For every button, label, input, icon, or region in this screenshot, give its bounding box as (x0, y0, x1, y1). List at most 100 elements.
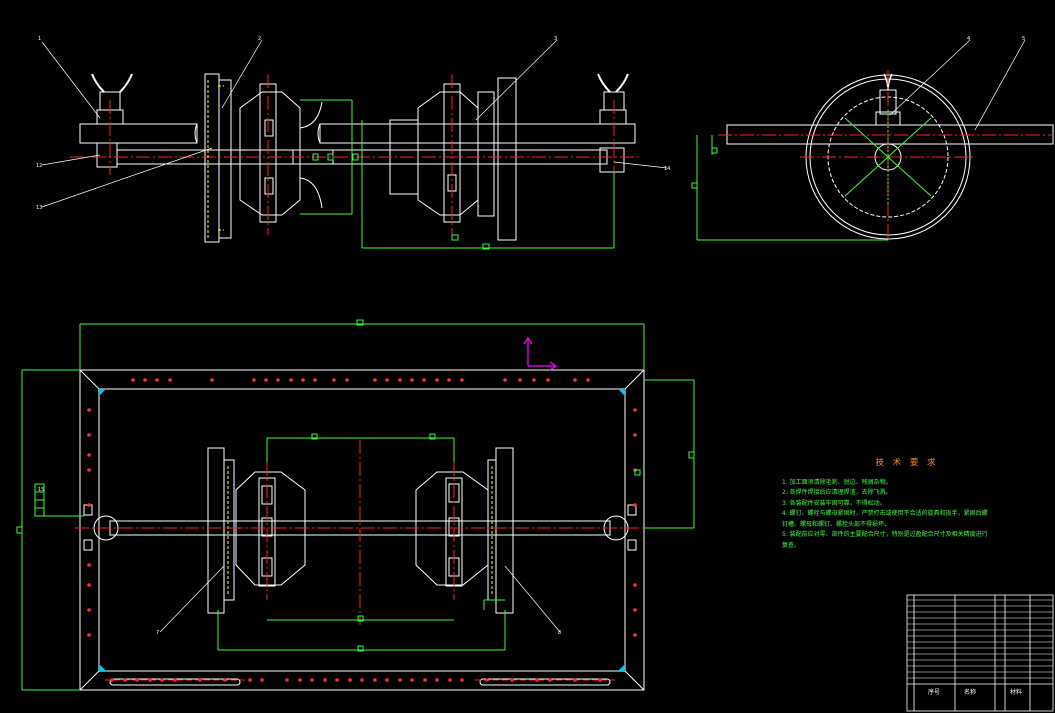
frame-hole (310, 678, 314, 682)
frame-hole (87, 503, 91, 507)
frame-hole (548, 678, 552, 682)
balloon-7: 7 (156, 630, 159, 636)
frame-hole (276, 378, 280, 382)
frame-hole (586, 378, 590, 382)
frame-hole (373, 678, 377, 682)
frame-hole (301, 378, 305, 382)
top-view-corner-marks (99, 389, 625, 671)
frame-hole (173, 678, 177, 682)
top-view-dimensions (16, 319, 695, 691)
top-view-hidden (227, 466, 493, 596)
frame-hole (448, 678, 452, 682)
frame-hole (535, 678, 539, 682)
frame-hole (410, 678, 414, 682)
frame-hole (87, 453, 91, 457)
ucs-axis-icon (523, 336, 558, 371)
frame-hole (87, 608, 91, 612)
frame-hole (518, 378, 522, 382)
frame-hole (87, 583, 91, 587)
frame-hole (398, 378, 402, 382)
frame-hole (160, 678, 164, 682)
frame-hole (373, 378, 377, 382)
frame-hole (633, 583, 637, 587)
frame-hole (633, 608, 637, 612)
frame-hole (348, 678, 352, 682)
balloon-1: 1 (38, 36, 41, 42)
front-view-hidden (207, 80, 224, 238)
frame-hole (248, 678, 252, 682)
frame-hole (289, 378, 293, 382)
frame-hole (87, 468, 91, 472)
frame-hole (143, 378, 147, 382)
frame-hole (332, 378, 336, 382)
frame-hole (135, 678, 139, 682)
top-view-leaders (159, 565, 561, 633)
frame-hole (87, 563, 91, 567)
frame-hole (252, 378, 256, 382)
balloon-12: 12 (36, 163, 42, 169)
frame-hole (573, 678, 577, 682)
balloon-15: 15 (38, 487, 44, 493)
front-view-leaders (41, 39, 668, 208)
front-view-dimensions (300, 99, 615, 250)
frame-hole (385, 678, 389, 682)
technical-requirements-title: 技 术 要 求 (875, 458, 939, 468)
frame-hole (398, 678, 402, 682)
balloon-2: 2 (258, 36, 261, 42)
top-view-holes (87, 378, 637, 682)
frame-hole (223, 678, 227, 682)
title-block-seq-header: 序号 (928, 689, 941, 696)
frame-hole (264, 378, 268, 382)
balloon-labels: 1 2 3 4 5 12 13 14 15 7 8 (36, 36, 1025, 636)
requirement-item: 3. 各装配件安装牢固可靠，不得松动。 (782, 499, 886, 507)
balloon-3: 3 (554, 36, 557, 42)
title-block-name-header: 名称 (964, 689, 977, 696)
requirement-item: 5. 装配前应对零、部件的主要配合尺寸，特别是过盈配合尺寸及相关精度进行复查。 (782, 531, 988, 549)
frame-hole (633, 633, 637, 637)
balloon-14: 14 (664, 166, 670, 172)
frame-hole (148, 678, 152, 682)
frame-hole (485, 678, 489, 682)
frame-hole (435, 678, 439, 682)
frame-hole (435, 378, 439, 382)
title-block-rows (907, 599, 1053, 679)
frame-hole (345, 378, 349, 382)
title-block-material-header: 材料 (1010, 689, 1023, 696)
frame-hole (168, 378, 172, 382)
frame-hole (360, 678, 364, 682)
frame-hole (633, 408, 637, 412)
frame-hole (198, 678, 202, 682)
frame-hole (123, 678, 127, 682)
frame-hole (598, 678, 602, 682)
frame-hole (210, 378, 214, 382)
frame-hole (285, 678, 289, 682)
balloon-4: 4 (967, 36, 970, 42)
requirement-item: 1. 加工面须清除毛刺、锐边、残屑杂物。 (782, 478, 892, 486)
frame-hole (323, 678, 327, 682)
frame-hole (532, 378, 536, 382)
frame-hole (573, 378, 577, 382)
frame-hole (131, 378, 135, 382)
frame-hole (87, 408, 91, 412)
side-view-construction (691, 110, 932, 241)
title-block (906, 594, 1054, 712)
frame-hole (335, 678, 339, 682)
frame-hole (155, 378, 159, 382)
side-view-centerlines (718, 70, 1053, 242)
side-view-leaders (889, 39, 1026, 131)
requirement-item: 2. 各焊件焊接后应清理焊渣，去除飞溅。 (782, 489, 892, 496)
front-view (79, 73, 636, 243)
top-view-centerlines (75, 440, 648, 681)
frame-hole (460, 678, 464, 682)
frame-hole (385, 378, 389, 382)
balloon-8: 8 (558, 630, 561, 636)
front-view-centerlines (70, 74, 640, 235)
frame-hole (260, 678, 264, 682)
frame-hole (460, 378, 464, 382)
frame-hole (503, 378, 507, 382)
frame-hole (87, 633, 91, 637)
frame-hole (423, 678, 427, 682)
frame-hole (633, 503, 637, 507)
frame-hole (510, 678, 514, 682)
